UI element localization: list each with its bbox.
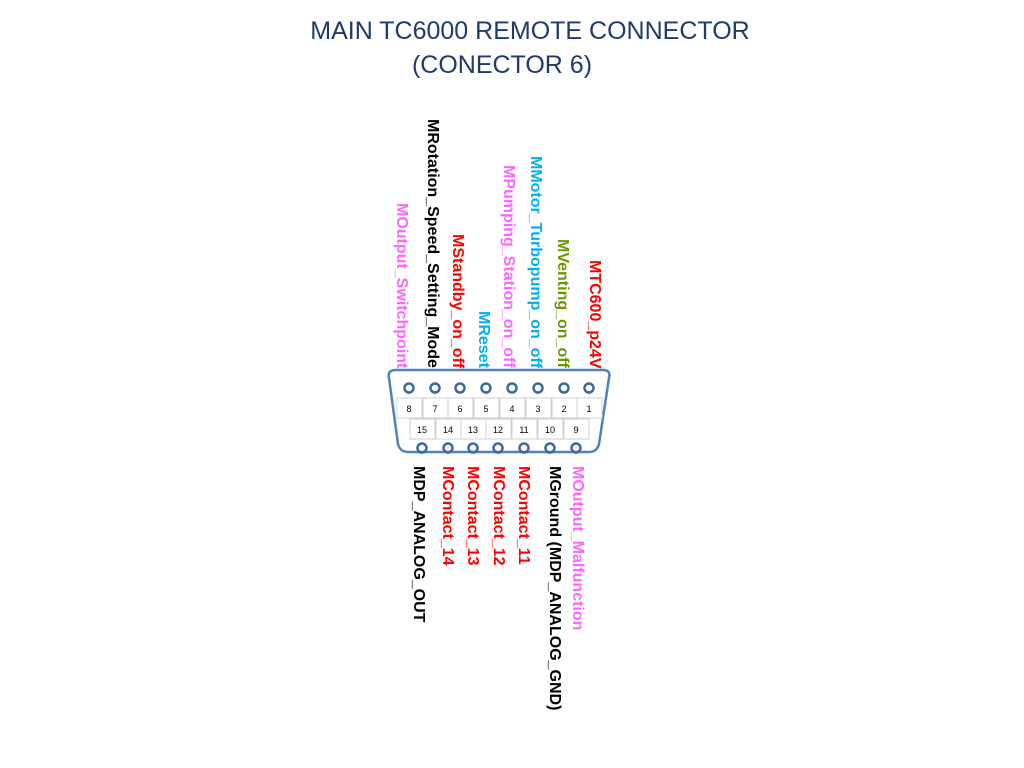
pin-dot <box>454 382 466 394</box>
pin-dot <box>506 382 518 394</box>
diagram-subtitle: (CONECTOR 6) <box>411 51 593 79</box>
pin-number: 10 <box>545 425 555 435</box>
pin-label-7: MRotation_Speed_Setting_Mode <box>424 119 441 368</box>
pin-number: 6 <box>457 404 462 414</box>
pin-number: 5 <box>483 404 488 414</box>
pin-dots <box>403 382 595 454</box>
pin-number: 8 <box>406 404 411 414</box>
pin-dot <box>583 382 595 394</box>
pin-dot <box>518 442 530 454</box>
pin-number-box <box>396 397 423 419</box>
pin-number: 13 <box>468 425 478 435</box>
pin-number-box <box>537 418 564 440</box>
pin-number: 4 <box>509 404 514 414</box>
pin-dot <box>532 382 544 394</box>
pin-dot <box>480 382 492 394</box>
pin-label-9: MOutput_Malfunction <box>569 466 586 631</box>
pin-number-box <box>499 397 526 419</box>
pin-number: 3 <box>535 404 540 414</box>
pin-label-12: MContact_12 <box>490 466 507 566</box>
pin-number-box <box>447 397 474 419</box>
pin-label-14: MContact_14 <box>439 466 456 566</box>
pin-number: 9 <box>573 425 578 435</box>
pin-number: 7 <box>432 404 437 414</box>
pin-label-8: MOutput_Switchpoint <box>393 202 410 368</box>
pin-dot <box>429 382 441 394</box>
connector-shell <box>387 368 611 454</box>
pin-dot <box>492 442 504 454</box>
pin-number: 15 <box>417 425 427 435</box>
pin-label-13: MContact_13 <box>464 466 481 566</box>
pin-number-box <box>473 397 500 419</box>
pin-label-4: MPumping_Station_on_off <box>500 165 517 368</box>
pin-dot <box>570 442 582 454</box>
pin-dot <box>467 442 479 454</box>
pin-number: 1 <box>586 404 591 414</box>
pin-number: 14 <box>443 425 453 435</box>
pin-dot <box>442 442 454 454</box>
pin-label-3: MMotor_Turbopump_on_off <box>527 155 544 368</box>
pin-number-box <box>485 418 512 440</box>
pin-label-1: MTC600_p24V <box>586 259 603 369</box>
pin-label-5: MReset <box>475 311 492 368</box>
pin-number-box <box>511 418 538 440</box>
bottom-pin-number-boxes: 15 14 13 12 11 10 9 <box>409 418 590 440</box>
pin-number: 2 <box>561 404 566 414</box>
top-pin-number-boxes: 8 7 6 5 4 3 2 1 <box>396 397 603 419</box>
pin-dot <box>544 442 556 454</box>
pin-number: 12 <box>493 425 503 435</box>
pin-number-box <box>409 418 436 440</box>
pin-dot <box>558 382 570 394</box>
pin-label-15: MDP_ANALOG_OUT <box>410 466 427 623</box>
pin-number-box <box>563 418 590 440</box>
pin-number-box <box>576 397 603 419</box>
pin-number-box <box>525 397 552 419</box>
pin-dot <box>416 442 428 454</box>
pin-label-6: MStandby_on_off <box>449 233 466 368</box>
pin-dot <box>403 382 415 394</box>
pin-label-10: MGround (MDP_ANALOG_GND) <box>546 466 563 711</box>
pin-number: 11 <box>519 425 528 435</box>
pin-label-2: MVenting_on_off <box>554 239 571 368</box>
diagram-title: MAIN TC6000 REMOTE CONNECTOR <box>310 17 750 45</box>
pin-label-11: MContact_11 <box>515 466 532 565</box>
